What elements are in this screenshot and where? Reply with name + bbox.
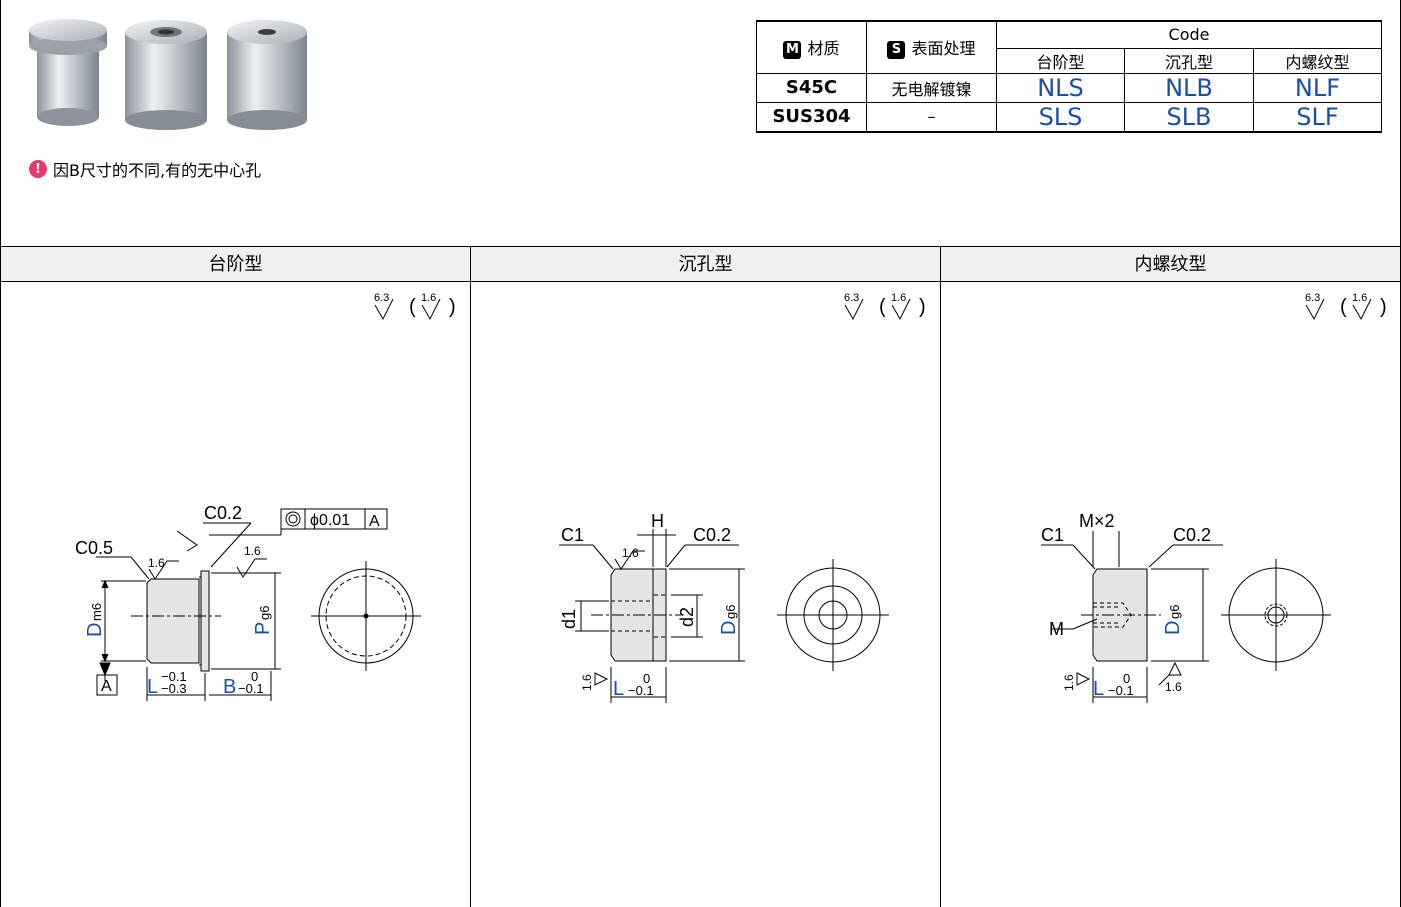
surface-cell: 无电解镀镍 — [866, 72, 997, 103]
panel-counterbore-type: 沉孔型 6.3 ( 1.6 ) — [470, 247, 940, 907]
panel-title: 沉孔型 — [471, 247, 940, 282]
panel-thread-type: 内螺纹型 6.3 ( 1.6 ) — [940, 247, 1401, 907]
svg-text:C0.2: C0.2 — [693, 525, 731, 545]
svg-text:C0.2: C0.2 — [1173, 525, 1211, 545]
photo-step-type — [29, 19, 107, 126]
svg-text:d1: d1 — [559, 609, 579, 629]
svg-text:6.3: 6.3 — [844, 292, 859, 304]
svg-text:1.6: 1.6 — [1352, 292, 1367, 304]
svg-text:C0.5: C0.5 — [75, 538, 113, 558]
svg-text:C1: C1 — [561, 525, 584, 545]
svg-text:1.6: 1.6 — [244, 544, 261, 558]
svg-text:P: P — [252, 622, 274, 635]
svg-text:(: ( — [1340, 296, 1347, 318]
svg-text:6.3: 6.3 — [1305, 292, 1320, 304]
type-header: 台阶型 — [996, 47, 1125, 74]
drawing-panels: 台阶型 6.3 ( 1.6 ) — [0, 246, 1401, 907]
svg-text:−0.1: −0.1 — [1108, 683, 1134, 698]
code-cell: SLS — [996, 101, 1125, 132]
note-text: 因B尺寸的不同,有的无中心孔 — [53, 161, 262, 180]
svg-text:C0.2: C0.2 — [204, 503, 242, 523]
photo-thread-type — [227, 20, 307, 130]
code-cell: NLF — [1253, 72, 1382, 103]
svg-text:L: L — [147, 676, 158, 698]
svg-text:M: M — [1049, 619, 1064, 639]
code-cell: NLB — [1124, 72, 1254, 103]
svg-text:1.6: 1.6 — [580, 674, 594, 691]
product-photos — [29, 19, 307, 130]
svg-text:−0.3: −0.3 — [161, 681, 187, 696]
svg-text:L: L — [1093, 678, 1104, 700]
svg-text:−0.1: −0.1 — [628, 683, 654, 698]
svg-text:g6: g6 — [257, 606, 272, 620]
svg-text:ϕ0.01: ϕ0.01 — [310, 512, 350, 529]
svg-text:d2: d2 — [677, 607, 697, 627]
code-cell: SLB — [1124, 101, 1254, 132]
counterbore-type-drawing: 6.3 ( 1.6 ) — [559, 292, 926, 703]
photo-counterbore-type — [125, 20, 207, 130]
svg-text:1.6: 1.6 — [148, 556, 165, 570]
material-tag-icon: M — [783, 40, 802, 59]
roughness-symbol: 6.3 ( 1.6 ) — [844, 292, 926, 321]
svg-text:M×2: M×2 — [1079, 511, 1115, 531]
svg-text:(: ( — [879, 296, 886, 318]
svg-text:g6: g6 — [1167, 605, 1182, 619]
table-row: S45C 无电解镀镍 NLS NLB NLF — [756, 72, 1382, 103]
material-cell: SUS304 — [756, 101, 867, 132]
svg-text:1.6: 1.6 — [1165, 680, 1182, 694]
svg-text:A: A — [369, 513, 380, 530]
code-cell: SLF — [1253, 101, 1382, 132]
svg-text:0: 0 — [1123, 671, 1130, 686]
panel-step-type: 台阶型 6.3 ( 1.6 ) — [0, 247, 470, 907]
note: ! 因B尺寸的不同,有的无中心孔 — [29, 157, 261, 181]
svg-text:1.6: 1.6 — [622, 546, 639, 560]
svg-text:C1: C1 — [1041, 525, 1064, 545]
svg-text:0: 0 — [251, 669, 258, 684]
roughness-symbol: 6.3 ( 1.6 ) — [374, 292, 456, 321]
table-row: SUS304 – SLS SLB SLF — [756, 101, 1382, 132]
svg-text:(: ( — [409, 296, 416, 318]
roughness-symbol: 6.3 ( 1.6 ) — [1305, 292, 1387, 321]
svg-text:L: L — [613, 678, 624, 700]
svg-text:g6: g6 — [723, 605, 738, 619]
thread-type-drawing: 6.3 ( 1.6 ) — [1041, 292, 1387, 703]
svg-text:−0.1: −0.1 — [238, 681, 264, 696]
svg-text:H: H — [651, 511, 664, 531]
svg-text:m6: m6 — [89, 603, 104, 621]
svg-text:6.3: 6.3 — [374, 292, 389, 304]
warning-icon: ! — [29, 160, 47, 178]
code-cell: NLS — [996, 72, 1125, 103]
material-cell: S45C — [756, 72, 867, 103]
svg-text:A: A — [101, 678, 112, 695]
svg-text:1.6: 1.6 — [421, 292, 436, 304]
type-header: 内螺纹型 — [1253, 47, 1382, 74]
svg-text:B: B — [223, 676, 236, 698]
svg-text:1.6: 1.6 — [1062, 674, 1076, 691]
type-header: 沉孔型 — [1124, 47, 1254, 74]
surface-cell: – — [866, 101, 997, 132]
step-type-drawing: 6.3 ( 1.6 ) — [75, 292, 456, 701]
svg-text:D: D — [84, 623, 106, 637]
svg-text:): ) — [919, 296, 926, 318]
panel-title: 内螺纹型 — [941, 247, 1400, 282]
svg-text:−0.1: −0.1 — [161, 669, 187, 684]
code-header: Code — [996, 20, 1382, 49]
panel-title: 台阶型 — [1, 247, 470, 282]
svg-text:1.6: 1.6 — [891, 292, 906, 304]
svg-text:D: D — [1162, 621, 1184, 635]
svg-text:D: D — [718, 621, 740, 635]
svg-text:): ) — [449, 296, 456, 318]
svg-text:): ) — [1380, 296, 1387, 318]
svg-text:0: 0 — [643, 671, 650, 686]
surface-tag-icon: S — [887, 40, 906, 59]
